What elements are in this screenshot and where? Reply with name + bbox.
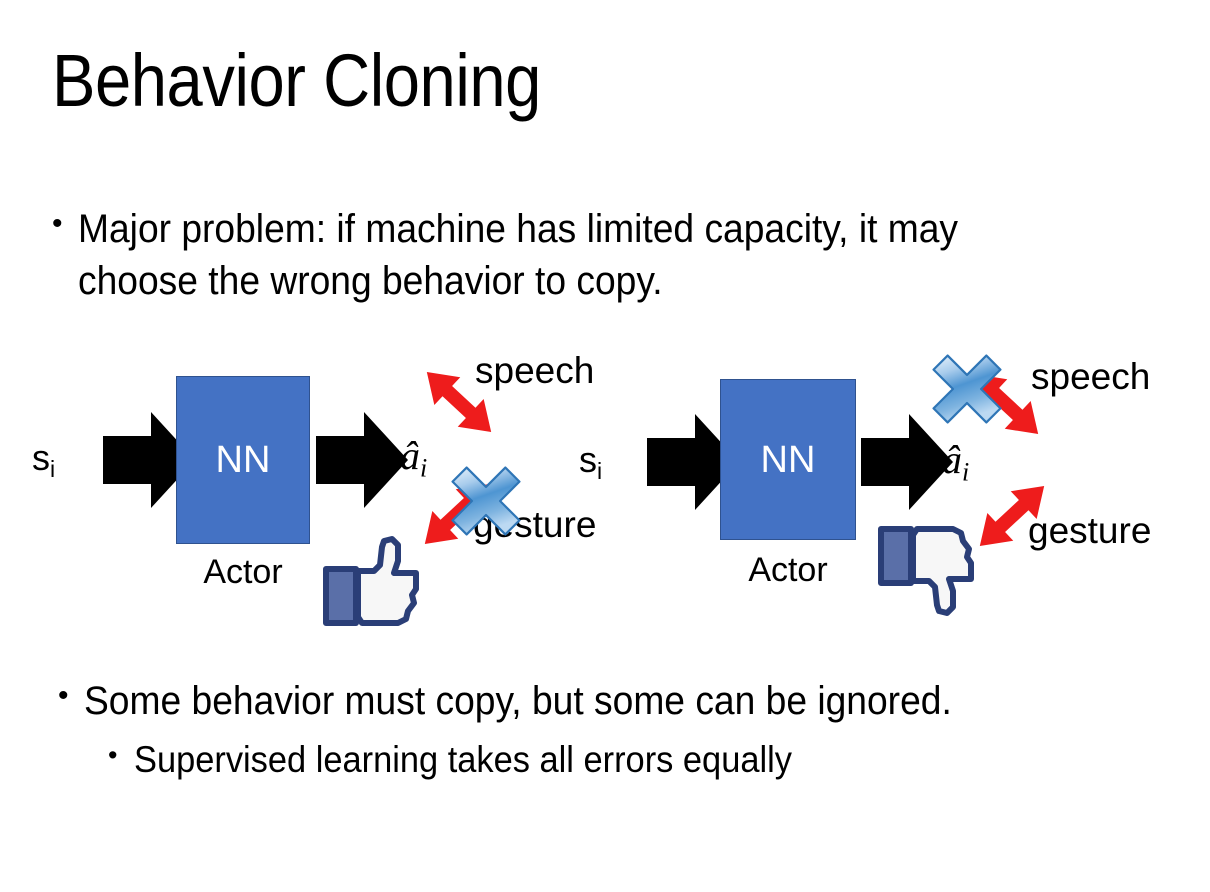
output-branch-arrow-speech-left (416, 356, 502, 448)
output-branch-arrow-gesture-right (969, 470, 1055, 562)
nn-label-left: NN (215, 439, 271, 481)
thumbs-down-icon (875, 525, 975, 617)
bullet-marker-icon: • (52, 207, 63, 240)
bullet-major-problem: • Major problem: if machine has limited … (52, 203, 1142, 307)
bullet-text-some-behavior: Some behavior must copy, but some can be… (84, 679, 952, 723)
bullet-supervised-learning: • Supervised learning takes all errors e… (108, 736, 1188, 784)
action-label-left: âi (400, 433, 428, 483)
bullet-marker-icon: • (58, 679, 69, 712)
state-label-left: si (32, 437, 56, 482)
page-title: Behavior Cloning (52, 39, 541, 122)
output-arrow-icon-left (316, 412, 408, 508)
diagram-correct-copy: si NN âi s (18, 340, 618, 640)
action-label-right: âi (942, 437, 970, 487)
cross-out-icon-speech-right (923, 345, 1011, 433)
output-label-gesture-right: gesture (1028, 510, 1152, 551)
cross-out-icon-gesture-left (442, 457, 530, 545)
state-label-right: si (579, 439, 603, 484)
output-arrow-icon-right (861, 414, 953, 510)
neural-network-box-right: NN (720, 379, 856, 540)
input-arrow-icon-right (647, 414, 739, 510)
output-branch-arrow-speech-right (963, 358, 1049, 450)
nn-label-right: NN (760, 438, 816, 481)
thumbs-up-icon (320, 535, 420, 627)
input-arrow-icon-left (103, 412, 195, 508)
diagram-wrong-copy: si NN âi s (565, 340, 1165, 640)
bullet-marker-icon: • (108, 740, 118, 770)
output-label-speech-right: speech (1031, 356, 1151, 397)
bullet-some-behavior: • Some behavior must copy, but some can … (58, 675, 1178, 727)
actor-caption-right: Actor (748, 551, 828, 589)
neural-network-box-left: NN (176, 376, 310, 544)
actor-caption-left: Actor (203, 553, 283, 591)
bullet-text-major-problem: Major problem: if machine has limited ca… (78, 207, 959, 303)
bullet-text-supervised-learning: Supervised learning takes all errors equ… (134, 739, 792, 780)
output-label-speech-left: speech (475, 350, 595, 391)
